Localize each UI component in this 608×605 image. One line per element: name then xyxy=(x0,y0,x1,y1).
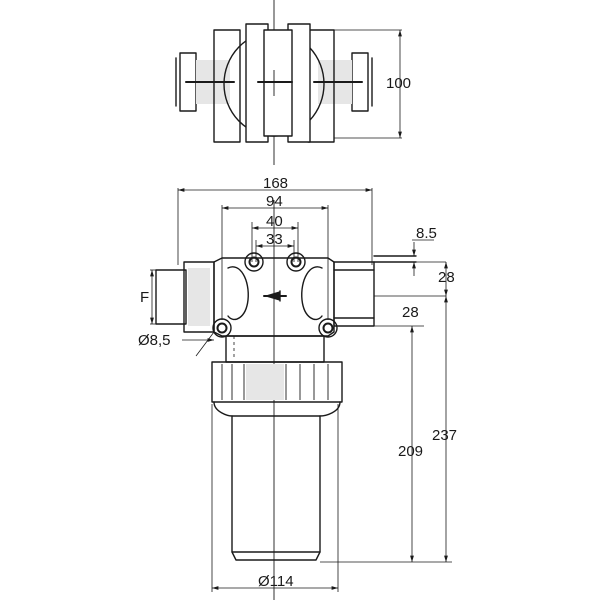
dim-port-spacing: 94 xyxy=(266,193,283,210)
dim-lower-offset: 28 xyxy=(402,304,419,321)
dim-outer-bolt-spacing: 40 xyxy=(266,213,283,230)
dim-top-height: 100 xyxy=(386,75,411,92)
dim-flange-thickness: 8.5 xyxy=(416,225,437,242)
top-view: 100 xyxy=(175,0,411,165)
front-view: 168 94 40 33 F xyxy=(138,175,457,600)
bolt-bottom-left xyxy=(212,318,232,338)
dim-bowl-diameter: Ø114 xyxy=(258,573,294,590)
dim-total-height: 237 xyxy=(432,427,457,444)
bolt-bottom-right xyxy=(318,318,338,338)
dim-hole-diameter: Ø8,5 xyxy=(138,332,171,349)
dim-bowl-height: 209 xyxy=(398,443,423,460)
dim-inlet-label: F xyxy=(140,289,149,306)
dim-inner-bolt-spacing: 33 xyxy=(266,231,283,248)
dim-upper-offset: 28 xyxy=(438,269,455,286)
dim-overall-width: 168 xyxy=(263,175,288,192)
bolt-top-right xyxy=(286,252,306,272)
bolt-top-left xyxy=(244,252,264,272)
